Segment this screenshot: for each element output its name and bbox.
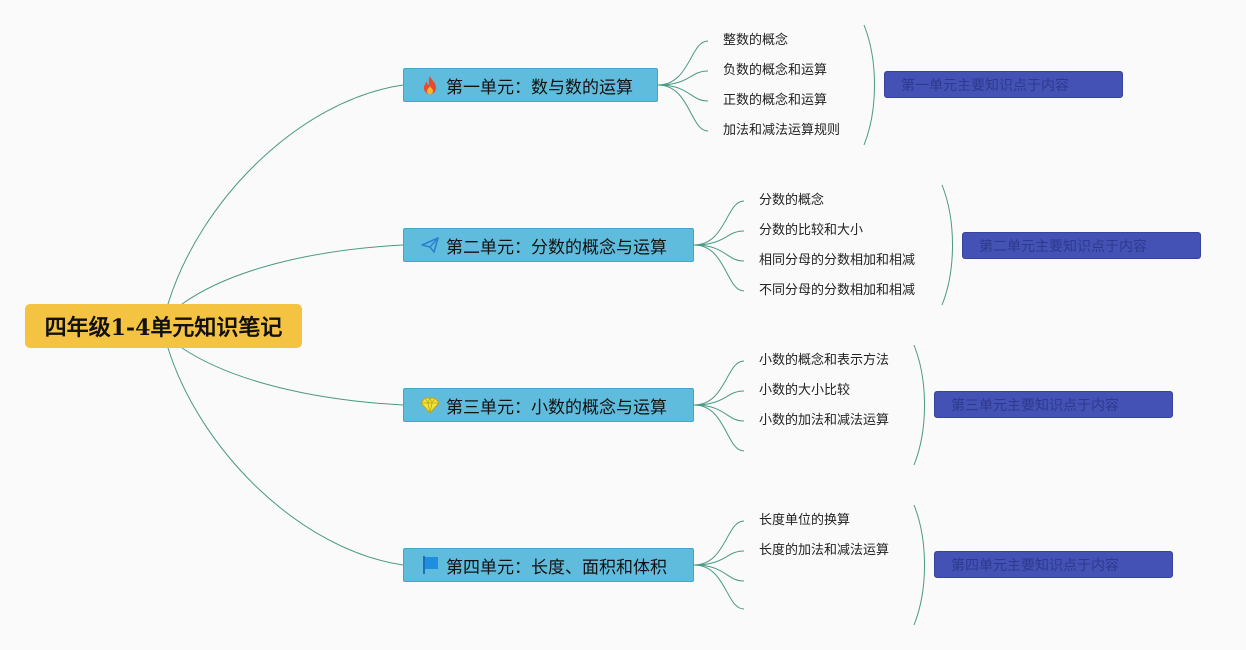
connector-unit4-leaf2 — [693, 550, 745, 566]
connector-unit4-leaf1 — [693, 520, 745, 566]
connector-unit2-leaf4 — [693, 244, 745, 292]
unit-3-topic[interactable]: 第三单元：小数的概念与运算 — [403, 388, 694, 422]
unit-3-item-2[interactable]: 小数的大小比较 — [759, 383, 851, 398]
flag-icon — [420, 555, 440, 575]
diamond-icon — [420, 395, 440, 415]
unit-4-item-2[interactable]: 长度的加法和减法运算 — [759, 543, 890, 558]
connector-unit1-leaf1 — [657, 40, 709, 86]
unit-1-item-4[interactable]: 加法和减法运算规则 — [723, 123, 841, 138]
unit-3-summary[interactable]: 第三单元主要知识点于内容 — [934, 391, 1173, 418]
unit-3-label: 第三单元：小数的概念与运算 — [446, 397, 667, 418]
paper-plane-icon — [420, 235, 440, 255]
summary-brace-unit4 — [913, 504, 925, 626]
unit-2-item-1[interactable]: 分数的概念 — [759, 193, 825, 208]
connector-unit1-leaf4 — [657, 84, 709, 132]
connector-unit3-leaf1 — [693, 360, 745, 406]
unit-2-topic[interactable]: 第二单元：分数的概念与运算 — [403, 228, 694, 262]
root-topic[interactable]: 四年级1-4单元知识笔记 — [25, 304, 302, 348]
connector-unit3-leaf3 — [693, 404, 745, 422]
unit-4-summary[interactable]: 第四单元主要知识点于内容 — [934, 551, 1173, 578]
connector-unit3-leaf2 — [693, 390, 745, 406]
unit-1-summary[interactable]: 第一单元主要知识点于内容 — [884, 71, 1123, 98]
unit-2-item-2[interactable]: 分数的比较和大小 — [759, 223, 864, 238]
unit-2-item-3[interactable]: 相同分母的分数相加和相减 — [759, 253, 916, 268]
unit-2-summary[interactable]: 第二单元主要知识点于内容 — [962, 232, 1201, 259]
unit-3-item-1[interactable]: 小数的概念和表示方法 — [759, 353, 890, 368]
unit-4-label: 第四单元：长度、面积和体积 — [446, 557, 667, 578]
connector-unit4-leaf3 — [693, 564, 745, 582]
fire-icon — [420, 75, 440, 95]
connector-unit4-leaf4 — [693, 564, 745, 610]
connector-unit3-leaf4 — [693, 404, 745, 452]
unit-4-topic[interactable]: 第四单元：长度、面积和体积 — [403, 548, 694, 582]
unit-1-item-2[interactable]: 负数的概念和运算 — [723, 63, 828, 78]
summary-brace-unit3 — [913, 344, 925, 466]
connector-unit1-leaf3 — [657, 84, 709, 102]
connector-root-unit4 — [167, 347, 404, 566]
unit-4-item-1[interactable]: 长度单位的换算 — [759, 513, 851, 528]
connector-root-unit1 — [167, 84, 404, 305]
unit-2-label: 第二单元：分数的概念与运算 — [446, 237, 667, 258]
unit-1-topic[interactable]: 第一单元：数与数的运算 — [403, 68, 658, 102]
unit-1-item-3[interactable]: 正数的概念和运算 — [723, 93, 828, 108]
connector-root-unit2 — [181, 244, 404, 305]
unit-1-label: 第一单元：数与数的运算 — [446, 77, 633, 98]
connector-unit2-leaf1 — [693, 200, 745, 246]
connector-root-unit3 — [181, 347, 404, 406]
unit-2-item-4[interactable]: 不同分母的分数相加和相减 — [759, 283, 916, 298]
unit-3-item-3[interactable]: 小数的加法和减法运算 — [759, 413, 890, 428]
connector-unit2-leaf3 — [693, 244, 745, 262]
connector-unit2-leaf2 — [693, 230, 745, 246]
unit-1-item-1[interactable]: 整数的概念 — [723, 33, 789, 48]
summary-brace-unit1 — [863, 24, 875, 146]
summary-brace-unit2 — [941, 184, 953, 306]
connector-unit1-leaf2 — [657, 70, 709, 86]
